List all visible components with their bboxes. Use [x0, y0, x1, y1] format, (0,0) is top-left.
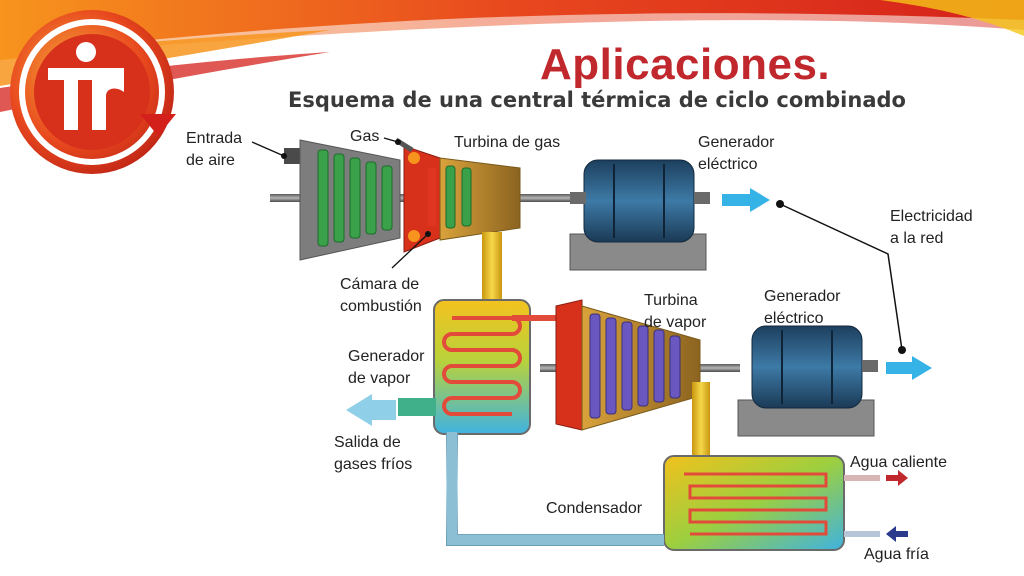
steam-turbine-assembly — [540, 299, 740, 458]
label-hot-water: Agua caliente — [850, 454, 947, 471]
cold-gas-exit-arrow — [346, 394, 396, 426]
slide-title: Aplicaciones. — [540, 40, 831, 89]
label-gas: Gas — [350, 128, 380, 145]
label-condenser: Condensador — [546, 500, 643, 517]
electric-output-arrow-bottom — [886, 356, 932, 380]
label-gas-turbine: Turbina de gas — [454, 134, 561, 151]
itr-logo-icon — [10, 10, 176, 174]
electricity-leader — [776, 200, 906, 354]
steam-generator-unit — [398, 299, 531, 435]
diagram-subtitle: Esquema de una central térmica de ciclo … — [288, 88, 906, 112]
gas-turbine-assembly — [270, 137, 590, 304]
condenser-unit — [663, 455, 880, 551]
electric-output-arrow-top — [722, 188, 770, 212]
hot-water-arrow — [886, 470, 908, 486]
bottom-generator — [737, 325, 878, 437]
label-cold-water: Agua fría — [864, 546, 929, 563]
cold-water-arrow — [886, 526, 908, 542]
top-generator — [569, 159, 710, 271]
